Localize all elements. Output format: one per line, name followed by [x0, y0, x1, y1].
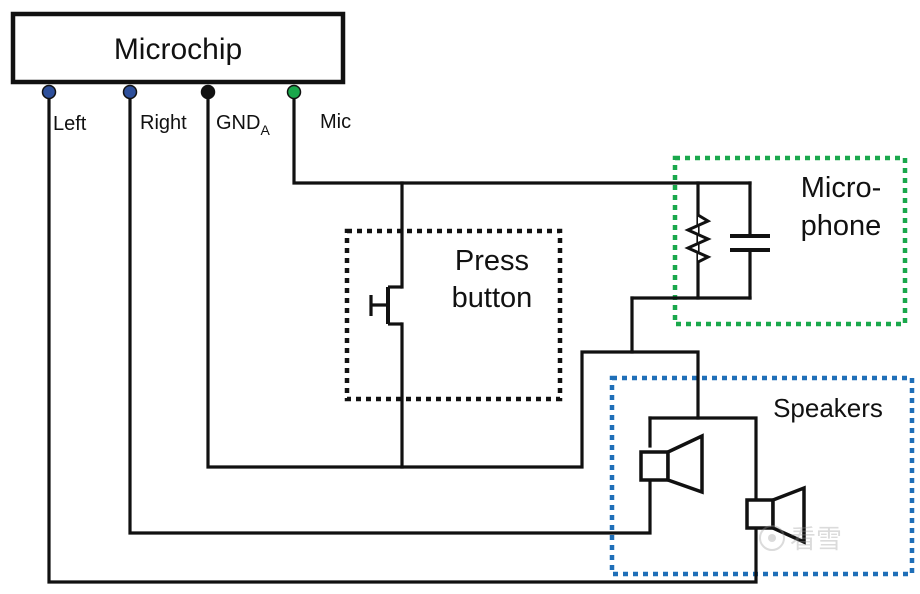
watermark-text: 看雪 [790, 524, 842, 554]
microphone-capacitor [730, 234, 770, 252]
speaker-2-icon [745, 485, 806, 545]
speakers-label: Speakers [773, 393, 883, 423]
microchip-box [10, 11, 346, 85]
speaker-1-icon [639, 433, 704, 495]
gnd-wire [206, 94, 700, 469]
left-pin-label: Left [53, 113, 87, 135]
speaker-common-wire [648, 416, 758, 502]
microchip-label: Microchip [114, 33, 242, 66]
microphone-label-line1: Micro- [801, 172, 882, 204]
mic-wire [292, 94, 752, 185]
microphone-group-border [672, 155, 908, 327]
left-pin-dot [41, 84, 57, 100]
right-pin-dot [122, 84, 138, 100]
press-button-label-line1: Press [455, 245, 529, 277]
gnd-pin-dot [200, 84, 216, 100]
microphone-label-line2: phone [801, 210, 882, 242]
left-wire [47, 94, 758, 584]
mic-pin-label: Mic [320, 111, 351, 133]
gnd-pin-label: GNDA [216, 112, 270, 138]
mic-pin-dot [286, 84, 302, 100]
press-button-label-line2: button [452, 282, 533, 314]
right-pin-label: Right [140, 112, 187, 134]
press-button-switch [369, 285, 402, 326]
wires [47, 94, 758, 584]
microphone-resistor [684, 205, 712, 272]
watermark-logo: 看雪 [759, 524, 842, 554]
right-wire [128, 94, 652, 535]
microchip: Microchip [10, 11, 346, 85]
speakers-group-border [609, 375, 915, 577]
